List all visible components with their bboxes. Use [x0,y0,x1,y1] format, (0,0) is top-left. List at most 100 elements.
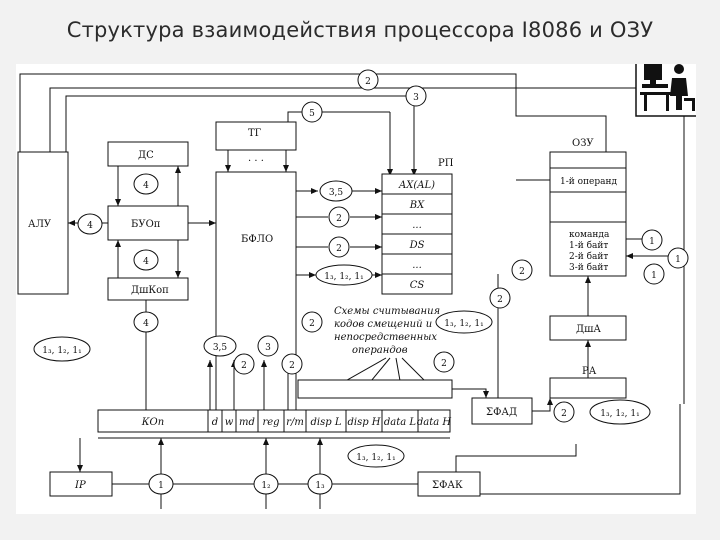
step-2-rp2-ellipse [489,287,511,309]
step-35-ax-ellipse [319,180,353,202]
buffer-bar [297,379,453,399]
step-2-rp: 2 [511,259,533,281]
command-field-6: disp L [311,417,342,428]
slide-title: Структура взаимодействия процессора I808… [66,18,654,42]
step-4-low-label: 4 [143,319,149,329]
ozu-command-line-1: команда [569,230,610,240]
bus-to-rp [65,95,417,176]
step-t1-ozu3: 1 [643,263,665,285]
reading-schemes-line-3: непосредственных [334,332,437,343]
step-t-ra-label: 1₃, 1₂, 1₁ [600,409,639,419]
step-4-ds-label: 4 [143,181,149,191]
step-4-low-ellipse [133,311,159,333]
step-t1-ozu: 1 [641,229,663,251]
step-3-bottom: 3 [257,335,279,357]
step-2-b1-label: 2 [241,361,247,371]
step-t3-ellipse [307,473,333,495]
step-4-dsh-label: 4 [143,257,149,267]
step-t-reading-ellipse [435,310,493,334]
step-3-bottom-ellipse [257,335,279,357]
step-2-bflo-label: 2 [309,319,315,329]
step-2-ds-ellipse [328,236,350,258]
register-1: BX [409,200,425,211]
step-4-ds-ellipse [133,173,159,195]
step-35-bottom-ellipse [203,335,237,357]
reading-schemes-text: Схемы считывания кодов смещений и непоср… [334,306,440,356]
step-t-ra-ellipse [589,399,651,425]
dshkop-block [107,277,189,301]
buop-label: БУОп [131,219,161,230]
step-t-cmd: 1₃, 1₂, 1₁ [347,444,405,468]
step-2-bflo-ellipse [301,311,323,333]
step-4-dsh-ellipse [133,249,159,271]
ozu-first-operand: 1-й операнд [560,177,617,187]
step-t-cs: 1₃, 1₂, 1₁ [315,264,373,286]
reading-schemes-line-4: операндов [352,345,408,356]
step-t1-ozu-ellipse [641,229,663,251]
sfad-ra-arrow [532,398,553,412]
step-t-left-label: 1₃, 1₂, 1₁ [42,346,81,356]
step-2-ds-label: 2 [336,244,342,254]
step-2-b1: 2 [233,353,255,375]
five-link [287,111,302,122]
step-2-top: 2 [357,69,379,91]
step-2-bx-ellipse [328,206,350,228]
step-t2-ellipse [253,473,279,495]
step-t1-label: 1 [158,481,164,491]
step-2-sfad-ellipse [553,401,575,423]
step-t2: 1₂ [253,473,279,495]
sfak-block [417,471,481,497]
step-2-b2: 2 [281,353,303,375]
ozu-block [549,151,627,277]
step-t2-label: 1₂ [261,481,271,491]
step-t1: 1 [148,473,174,495]
step-2-top-label: 2 [365,77,371,87]
register-0: AX(AL) [398,180,435,191]
sfad-label: ΣФАД [486,407,517,418]
step-2-top-ellipse [357,69,379,91]
step-t-cmd-ellipse [347,444,405,468]
step-4-alu-label: 4 [87,221,93,231]
top-bus-line [19,73,607,154]
step-3-top-label: 3 [413,93,419,103]
step-t-cs-label: 1₃, 1₂, 1₁ [324,272,363,282]
sfak-up-line [455,444,577,472]
step-2-rp2: 2 [489,287,511,309]
step-t-left: 1₃, 1₂, 1₁ [33,336,91,362]
step-5: 5 [301,101,323,123]
register-4: ... [412,260,422,271]
tg-dots: · · · [248,156,264,167]
command-field-7: disp H [347,417,380,428]
ip-block [49,471,113,497]
step-2-rp-ellipse [511,259,533,281]
command-field-5: r/m [286,417,304,428]
tg-block [215,121,297,151]
step-2-bflo: 2 [301,311,323,333]
ozu-label: ОЗУ [572,138,594,149]
ra-block [549,377,627,399]
command-field-9: data H [417,417,452,428]
alu-feed-line [47,87,696,161]
step-35-bottom: 3,5 [203,335,237,357]
reading-schemes-line-2: кодов смещений и [334,319,432,330]
step-4-low: 4 [133,311,159,333]
step-2-sfad: 2 [553,401,575,423]
ip-label: IP [74,480,86,491]
register-2: ... [412,220,422,231]
step-t1-ozu2-label: 1 [675,255,681,265]
buffer-sfad-arrow [452,388,489,398]
sfad-block [471,397,533,425]
step-t1-ozu3-label: 1 [651,271,657,281]
command-field-3: md [239,417,255,428]
dshkop-label: ДшКоп [131,285,169,296]
command-field-4: reg [262,417,279,428]
step-t-reading: 1₃, 1₂, 1₁ [435,310,493,334]
step-t3-label: 1₃ [315,481,325,491]
step-3-bottom-label: 3 [265,343,271,353]
ds-block [107,141,189,167]
step-2-rp-label: 2 [519,267,525,277]
step-2-sfad-label: 2 [561,409,567,419]
register-3: DS [409,240,425,251]
step-35-bottom-label: 3,5 [213,343,228,353]
